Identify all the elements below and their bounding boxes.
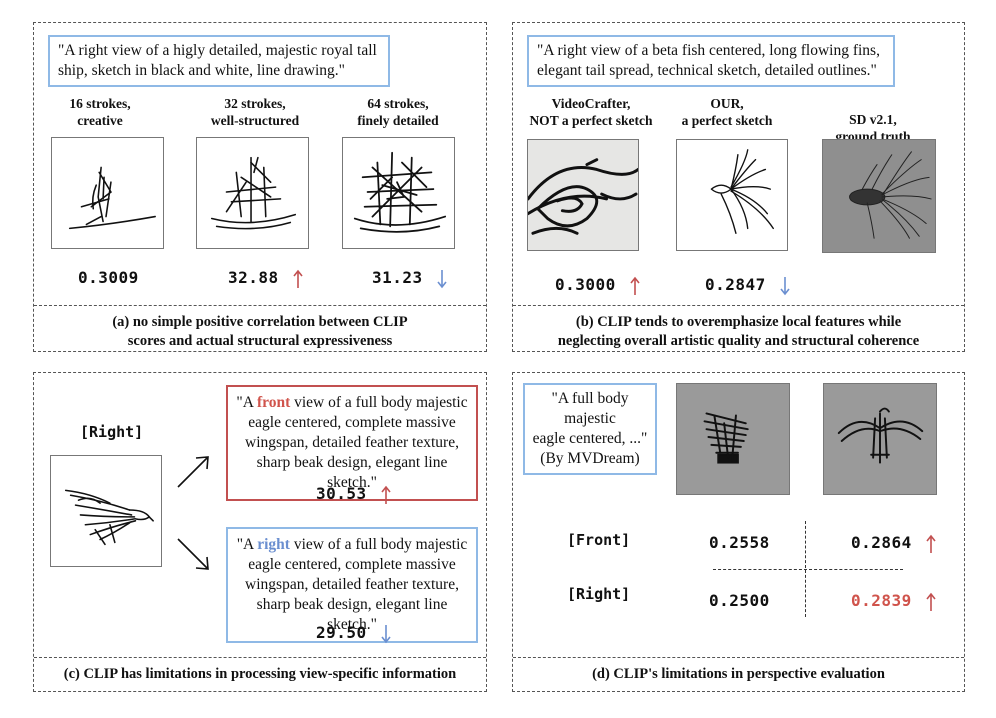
panel-c-front-score: 30.53	[316, 484, 391, 505]
panel-c-front-prompt: "A front view of a full body majestic ea…	[226, 385, 478, 501]
panel-c: [Right] "A front view of a full body maj…	[33, 372, 487, 692]
fish-our-image	[676, 139, 788, 251]
panel-d-caption: (d) CLIP's limitations in perspective ev…	[592, 666, 885, 682]
fish-sd-groundtruth-image	[822, 139, 936, 253]
fish-videocrafter-image	[527, 139, 639, 251]
panel-d-right-left-score: 0.2500	[709, 591, 770, 610]
panel-c-caption: (c) CLIP has limitations in processing v…	[63, 666, 457, 682]
arrow-to-right-prompt-icon	[177, 538, 209, 570]
panel-a-header-16: 16 strokes,creative	[69, 96, 131, 128]
panel-a-header-32: 32 strokes,well-structured	[210, 96, 300, 128]
panel-a-prompt: "A right view of a higly detailed, majes…	[48, 35, 390, 87]
arrow-down-icon	[437, 269, 447, 288]
arrow-down-icon	[381, 624, 391, 643]
panel-b-score-our: 0.2847	[705, 275, 790, 296]
arrow-up-icon	[630, 276, 640, 295]
panel-d-right-label: [Right]	[567, 585, 631, 603]
panel-a-caption: (a) no simple positive correlation betwe…	[112, 314, 408, 349]
panel-b-header-videocrafter: VideoCrafter,NOT a perfect sketch	[529, 96, 653, 128]
panel-a-score-64: 31.23	[372, 268, 447, 289]
eagle-mvdream-front-image	[676, 383, 790, 495]
panel-a-score-32: 32.88	[228, 268, 303, 289]
panel-d-right-right-score: 0.2839	[851, 591, 936, 612]
panel-a-header-64: 64 strokes,finely detailed	[357, 96, 439, 128]
panel-b: "A right view of a beta fish centered, l…	[512, 22, 965, 352]
panel-c-right-score: 29.50	[316, 623, 391, 644]
panel-b-caption: (b) CLIP tends to overemphasize local fe…	[557, 314, 920, 349]
arrow-up-icon	[293, 269, 303, 288]
panel-a-score-16: 0.3009	[78, 268, 139, 287]
arrow-down-icon	[780, 276, 790, 295]
arrow-up-icon	[381, 485, 391, 504]
panel-b-prompt: "A right view of a beta fish centered, l…	[527, 35, 895, 87]
panel-c-right-prompt: "A right view of a full body majestic ea…	[226, 527, 478, 643]
arrow-to-front-prompt-icon	[177, 456, 209, 488]
panel-d-front-left-score: 0.2558	[709, 533, 770, 552]
arrow-up-icon	[926, 592, 936, 611]
panel-a: "A right view of a higly detailed, majes…	[33, 22, 487, 352]
arrow-up-icon	[926, 534, 936, 553]
eagle-right-sketch-image	[50, 455, 162, 567]
panel-c-view-label: [Right]	[80, 423, 144, 441]
eagle-mvdream-right-image	[823, 383, 937, 495]
panel-d-horizontal-divider	[713, 569, 903, 570]
ship-sketch-32-image	[196, 137, 309, 249]
panel-b-score-videocrafter: 0.3000	[555, 275, 640, 296]
panel-b-header-our: OUR,a perfect sketch	[681, 96, 773, 128]
ship-sketch-16-image	[51, 137, 164, 249]
panel-d-front-right-score: 0.2864	[851, 533, 936, 554]
panel-d-front-label: [Front]	[567, 531, 631, 549]
ship-sketch-64-image	[342, 137, 455, 249]
